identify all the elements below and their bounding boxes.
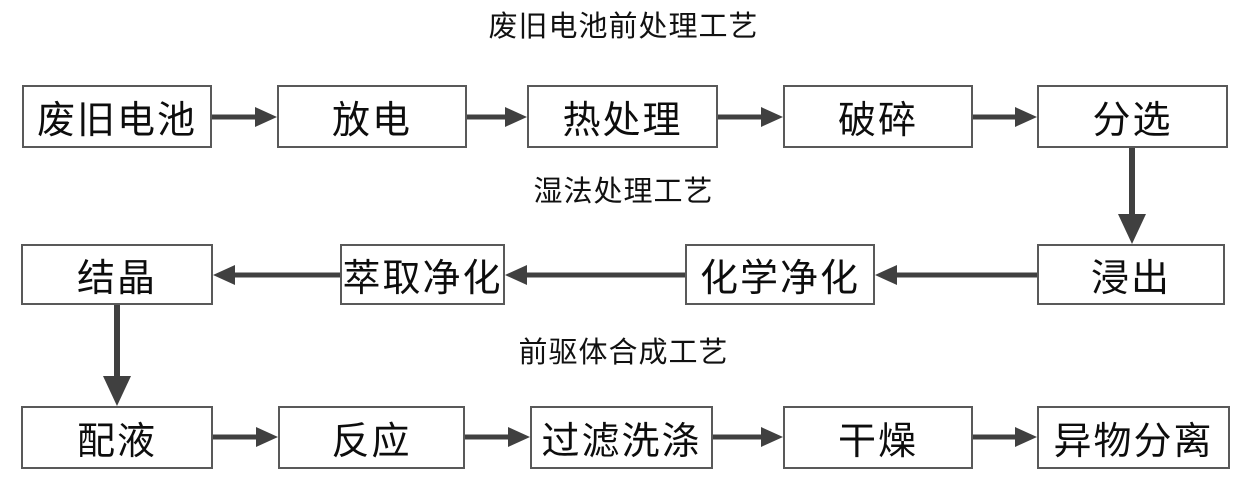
node-reaction: 反应 [278,406,465,469]
node-heat-treatment: 热处理 [527,85,718,148]
section-title-pretreatment: 废旧电池前处理工艺 [488,11,759,43]
arrow-leaching-to-chemical-purification [875,265,1037,285]
section-title-wet-process: 湿法处理工艺 [533,176,714,208]
node-sorting: 分选 [1037,85,1228,148]
node-discharge: 放电 [277,85,467,148]
node-crystallization: 结晶 [21,244,213,305]
node-extraction-purification: 萃取净化 [340,244,505,305]
arrow-extraction-purification-to-crystallization [213,265,340,285]
arrow-solution-preparation-to-reaction [213,427,278,447]
arrow-waste-battery-to-discharge [212,107,277,127]
arrow-reaction-to-filtration-washing [465,427,530,447]
arrow-heat-treatment-to-crushing [718,107,783,127]
node-filtration-washing: 过滤洗涤 [530,406,713,469]
node-waste-battery: 废旧电池 [22,85,212,148]
arrow-crushing-to-sorting [973,107,1037,127]
arrow-chemical-purification-to-extraction-purification [505,265,685,285]
node-solution-preparation: 配液 [21,406,213,469]
arrow-drying-to-foreign-matter-separation [973,427,1037,447]
arrow-filtration-washing-to-drying [713,427,783,447]
node-drying: 干燥 [783,406,973,469]
node-crushing: 破碎 [783,85,973,148]
node-leaching: 浸出 [1037,244,1225,305]
node-chemical-purification: 化学净化 [685,244,875,305]
arrow-discharge-to-heat-treatment [467,107,527,127]
node-foreign-matter-separation: 异物分离 [1037,406,1230,469]
section-title-precursor-synthesis: 前驱体合成工艺 [518,337,729,369]
